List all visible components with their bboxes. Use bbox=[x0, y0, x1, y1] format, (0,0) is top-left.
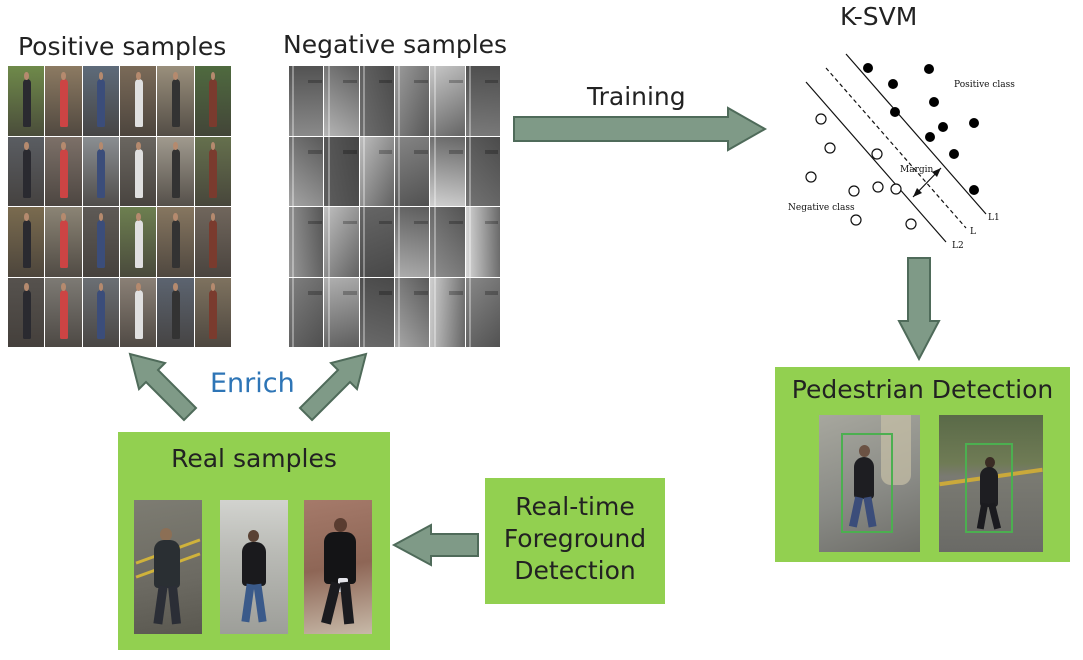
negative-sample-thumb bbox=[394, 66, 430, 136]
negative-sample-thumb bbox=[465, 66, 500, 136]
negative-sample-thumb bbox=[324, 66, 359, 136]
detection-bbox-2 bbox=[965, 443, 1013, 533]
positive-sample-thumb bbox=[194, 136, 231, 206]
positive-class-points bbox=[863, 63, 979, 195]
svm-line-l2 bbox=[805, 81, 947, 243]
negative-samples-heading: Negative samples bbox=[283, 30, 508, 59]
negative-sample-thumb bbox=[394, 136, 430, 206]
positive-sample-thumb bbox=[119, 136, 157, 206]
enrich-arrow-left bbox=[128, 352, 198, 422]
positive-sample-thumb bbox=[8, 207, 45, 277]
positive-sample-thumb bbox=[119, 277, 157, 347]
l-label: L bbox=[970, 227, 976, 237]
real-samples-box: Real samples bbox=[118, 432, 390, 650]
positive-sample-thumb bbox=[119, 66, 157, 136]
foreground-detection-box: Real-time Foreground Detection bbox=[485, 478, 665, 604]
positive-sample-thumb bbox=[157, 277, 194, 347]
margin-label: Margin bbox=[900, 165, 934, 175]
foreground-to-real-arrow bbox=[391, 523, 479, 567]
positive-class-label: Positive class bbox=[954, 80, 1015, 90]
negative-sample-thumb bbox=[289, 277, 324, 347]
positive-sample-thumb bbox=[82, 277, 119, 347]
ksvm-heading: K-SVM bbox=[840, 2, 918, 31]
positive-sample-thumb bbox=[157, 207, 194, 277]
negative-sample-thumb bbox=[324, 136, 359, 206]
negative-sample-thumb bbox=[359, 136, 394, 206]
negative-samples-mosaic bbox=[289, 66, 500, 347]
negative-sample-thumb bbox=[394, 207, 430, 277]
negative-class-points bbox=[805, 113, 917, 230]
real-sample-photo-2 bbox=[220, 500, 288, 634]
detection-photo-2 bbox=[939, 415, 1043, 552]
positive-sample-thumb bbox=[45, 66, 82, 136]
negative-sample-thumb bbox=[359, 66, 394, 136]
negative-sample-thumb bbox=[394, 277, 430, 347]
positive-samples-mosaic bbox=[8, 66, 231, 347]
detection-bbox-1 bbox=[841, 433, 893, 533]
negative-sample-thumb bbox=[359, 277, 394, 347]
positive-sample-thumb bbox=[45, 207, 82, 277]
positive-sample-thumb bbox=[82, 66, 119, 136]
positive-sample-thumb bbox=[45, 136, 82, 206]
negative-sample-thumb bbox=[289, 207, 324, 277]
svm-line-l bbox=[825, 67, 967, 229]
negative-sample-thumb bbox=[465, 277, 500, 347]
training-arrow bbox=[513, 106, 768, 152]
detection-photo-1 bbox=[819, 415, 920, 552]
l1-label: L1 bbox=[988, 213, 1000, 223]
enrich-label: Enrich bbox=[210, 368, 295, 399]
positive-sample-thumb bbox=[194, 207, 231, 277]
positive-samples-heading: Positive samples bbox=[18, 32, 227, 61]
pedestrian-detection-box: Pedestrian Detection bbox=[775, 367, 1070, 562]
positive-sample-thumb bbox=[8, 66, 45, 136]
negative-sample-thumb bbox=[430, 136, 465, 206]
foreground-line-1: Real-time bbox=[515, 492, 635, 521]
negative-sample-thumb bbox=[430, 207, 465, 277]
negative-sample-thumb bbox=[289, 136, 324, 206]
negative-sample-thumb bbox=[324, 277, 359, 347]
positive-sample-thumb bbox=[8, 136, 45, 206]
training-label: Training bbox=[587, 82, 686, 111]
negative-sample-thumb bbox=[430, 277, 465, 347]
detection-arrow bbox=[897, 257, 941, 362]
positive-sample-thumb bbox=[157, 136, 194, 206]
positive-sample-thumb bbox=[8, 277, 45, 347]
foreground-line-2: Foreground bbox=[503, 524, 647, 553]
negative-sample-thumb bbox=[430, 66, 465, 136]
real-sample-photo-1 bbox=[134, 500, 202, 634]
foreground-line-3: Detection bbox=[514, 556, 636, 585]
positive-sample-thumb bbox=[82, 136, 119, 206]
positive-sample-thumb bbox=[157, 66, 194, 136]
positive-sample-thumb bbox=[194, 277, 231, 347]
positive-sample-thumb bbox=[45, 277, 82, 347]
negative-sample-thumb bbox=[289, 66, 324, 136]
real-samples-title: Real samples bbox=[171, 444, 337, 473]
positive-sample-thumb bbox=[194, 66, 231, 136]
negative-class-label: Negative class bbox=[788, 203, 855, 213]
positive-sample-thumb bbox=[119, 207, 157, 277]
negative-sample-thumb bbox=[465, 136, 500, 206]
svm-plot: Positive class Negative class Margin L1 … bbox=[788, 53, 1015, 251]
negative-sample-thumb bbox=[359, 207, 394, 277]
real-sample-photo-3 bbox=[304, 500, 372, 634]
negative-sample-thumb bbox=[465, 207, 500, 277]
svm-line-l1 bbox=[845, 53, 987, 215]
negative-sample-thumb bbox=[324, 207, 359, 277]
positive-sample-thumb bbox=[82, 207, 119, 277]
enrich-arrow-right bbox=[298, 352, 368, 422]
l2-label: L2 bbox=[952, 241, 964, 251]
pedestrian-detection-title: Pedestrian Detection bbox=[791, 375, 1054, 404]
